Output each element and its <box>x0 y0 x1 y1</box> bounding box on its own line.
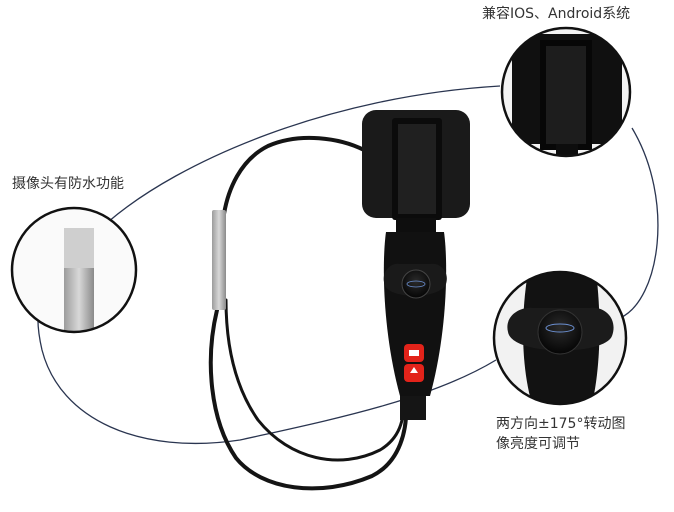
rotation-label-line1: 两方向±175°转动图 <box>496 416 626 432</box>
rotation-brightness-label: 两方向±175°转动图 像亮度可调节 <box>496 414 625 454</box>
waterproof-label: 摄像头有防水功能 <box>12 176 124 192</box>
rotation-label-line2: 像亮度可调节 <box>496 436 580 452</box>
compatibility-label: 兼容IOS、Android系统 <box>482 6 631 22</box>
rotation-dial[interactable] <box>401 269 431 299</box>
camera-icon <box>409 350 419 356</box>
cable <box>208 135 409 491</box>
probe-tip <box>212 210 226 310</box>
zoom-dial <box>492 270 628 406</box>
zoom-phone-holder <box>500 26 632 158</box>
handle <box>383 232 447 420</box>
light-icon <box>410 367 418 373</box>
zoom-probe <box>10 206 138 334</box>
phone-holder <box>362 110 470 232</box>
